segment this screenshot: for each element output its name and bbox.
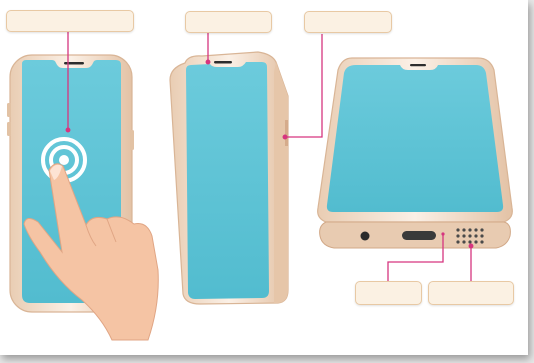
speaker-grille — [456, 228, 484, 244]
phone-side-screen — [186, 62, 269, 299]
charging-port — [402, 231, 436, 240]
callout-box-top-middle — [185, 11, 272, 33]
phone-bottom — [317, 57, 513, 249]
callout-box-top-left — [6, 10, 134, 32]
phone-side — [169, 51, 289, 305]
leader-lines — [65, 30, 474, 282]
hand-icon — [23, 163, 159, 341]
callout-box-top-right — [304, 11, 392, 33]
phone-bottom-screen — [326, 65, 504, 212]
callout-box-bottom-left — [355, 281, 422, 305]
callout-box-bottom-right — [428, 281, 514, 305]
headphone-jack — [360, 231, 370, 241]
